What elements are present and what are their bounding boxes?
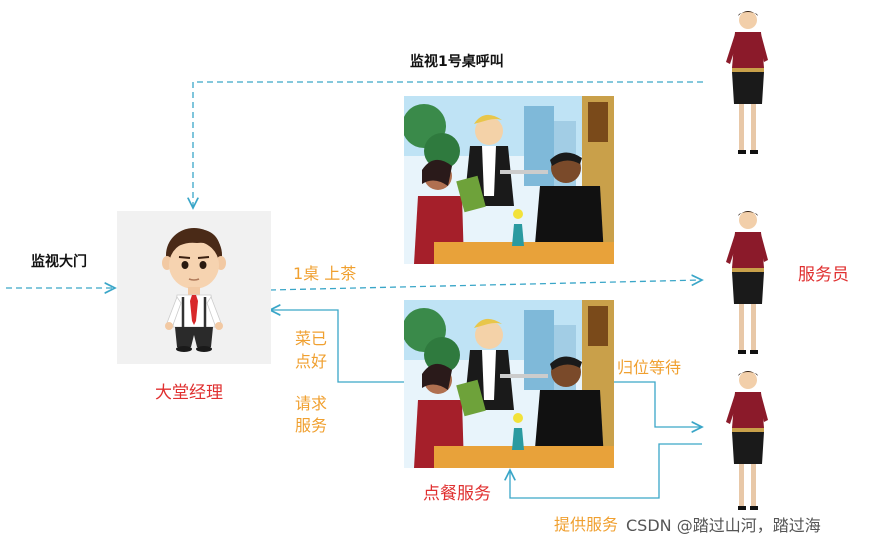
waitress-top — [718, 4, 776, 160]
lobby-manager-label: 大堂经理 — [155, 383, 223, 403]
request-label-1: 请求 — [295, 394, 328, 413]
provide-service-label: 提供服务 — [554, 515, 619, 534]
manager-panel — [117, 211, 271, 364]
waitress-bottom — [718, 364, 776, 514]
restaurant-scene-top — [404, 96, 614, 264]
waiter-label: 服务员 — [798, 265, 849, 285]
order-service-label: 点餐服务 — [423, 484, 491, 504]
tea-order-arrow — [269, 280, 702, 291]
provide-service-arrow — [510, 443, 702, 499]
dish-ready-label-2: 点好 — [295, 352, 328, 371]
waitress-icon — [726, 211, 768, 354]
restaurant-scene-illustration — [404, 300, 614, 468]
request-label-2: 服务 — [295, 416, 328, 435]
manager-icon — [162, 228, 226, 352]
return-wait-arrow — [614, 381, 702, 427]
monitor-table-call-label: 监视1号桌呼叫 — [410, 54, 504, 70]
waitress-icon — [726, 371, 768, 510]
dish-ready-arrow — [270, 310, 404, 383]
table-tea-label: 1桌 上茶 — [293, 264, 357, 283]
return-wait-label: 归位等待 — [617, 358, 682, 377]
dish-ready-label-1: 菜已 — [295, 329, 328, 348]
waitress-icon — [726, 11, 768, 154]
waitress-middle — [718, 204, 776, 360]
monitor-table-call-arrow — [193, 81, 703, 208]
monitor-door-label: 监视大门 — [31, 254, 87, 270]
restaurant-scene-bottom — [404, 300, 614, 468]
restaurant-scene-illustration — [404, 96, 614, 264]
csdn-watermark: CSDN @踏过山河，踏过海 — [626, 516, 821, 535]
